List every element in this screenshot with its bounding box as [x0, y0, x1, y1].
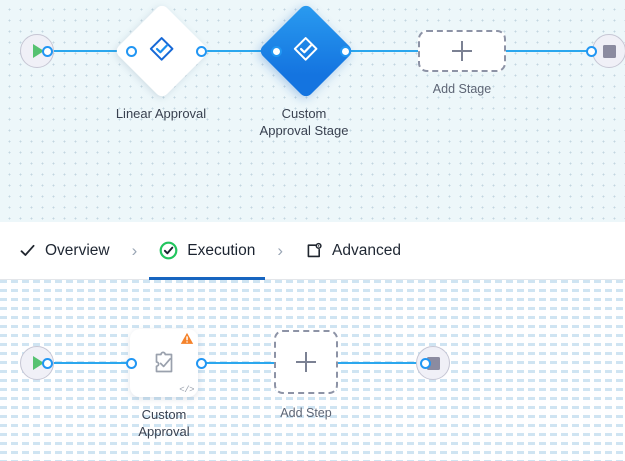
step-canvas[interactable]: </> Custom Approval Add Step — [0, 280, 625, 461]
port-start-out[interactable] — [42, 45, 53, 57]
check-circle-green-icon — [159, 241, 178, 260]
section-tabbar[interactable]: Overview › Execution › Advanced — [0, 222, 625, 280]
port-end-in[interactable] — [586, 45, 597, 57]
custom-script-check-icon — [149, 348, 179, 378]
edge-add-to-end-step — [338, 362, 422, 364]
play-icon — [33, 44, 44, 58]
edge-custom-approval-to-add — [197, 362, 277, 364]
edge-linear-to-custom — [197, 50, 283, 52]
port-custom-approval-out[interactable] — [196, 357, 207, 369]
edge-custom-to-add — [341, 50, 421, 52]
add-stage-label: Add Stage — [432, 82, 492, 96]
tab-execution-label: Execution — [187, 241, 256, 259]
tab-advanced-label: Advanced — [332, 241, 401, 259]
port-step-start-out[interactable] — [42, 357, 53, 369]
stage-label-linear-approval: Linear Approval — [115, 106, 207, 121]
port-custom-out[interactable] — [340, 45, 351, 57]
add-step-button[interactable] — [274, 330, 338, 394]
add-step-label: Add Step — [280, 406, 332, 420]
tab-execution[interactable]: Execution — [149, 222, 266, 280]
port-linear-out[interactable] — [196, 45, 207, 57]
step-node-custom-approval[interactable]: </> — [130, 329, 198, 397]
stage-canvas[interactable]: Linear Approval Custom Approval Stage Ad… — [0, 0, 625, 222]
plus-icon — [296, 352, 316, 372]
approval-diamond-check-icon — [148, 35, 176, 68]
edge-start-to-custom-approval — [46, 362, 131, 364]
port-custom-approval-in[interactable] — [126, 357, 137, 369]
stop-icon — [602, 44, 616, 58]
port-step-end-in[interactable] — [420, 357, 431, 369]
add-stage-button[interactable] — [418, 30, 506, 72]
approval-diamond-check-icon — [292, 35, 320, 68]
stage-label-custom-approval-stage: Custom Approval Stage — [259, 106, 349, 138]
plus-icon — [452, 41, 472, 61]
stage-node-custom-approval-stage[interactable] — [257, 2, 355, 100]
port-custom-in[interactable] — [271, 45, 282, 57]
step-label-custom-approval: Custom Approval — [138, 407, 190, 439]
stage-node-linear-approval[interactable] — [113, 2, 211, 100]
tab-overview[interactable]: Overview — [16, 222, 113, 280]
edge-add-to-end — [503, 50, 588, 52]
tab-overview-label: Overview — [45, 241, 110, 259]
warning-triangle-icon — [180, 332, 194, 345]
code-badge-icon: </> — [179, 385, 194, 395]
advanced-settings-icon — [305, 242, 323, 260]
tab-separator: › — [277, 240, 284, 260]
tab-advanced[interactable]: Advanced — [302, 222, 404, 280]
stage-end-node[interactable] — [592, 34, 625, 68]
check-icon — [19, 242, 36, 259]
edge-start-to-linear — [46, 50, 131, 52]
port-linear-in[interactable] — [126, 45, 137, 57]
tab-separator: › — [131, 240, 138, 260]
play-icon — [33, 356, 44, 370]
